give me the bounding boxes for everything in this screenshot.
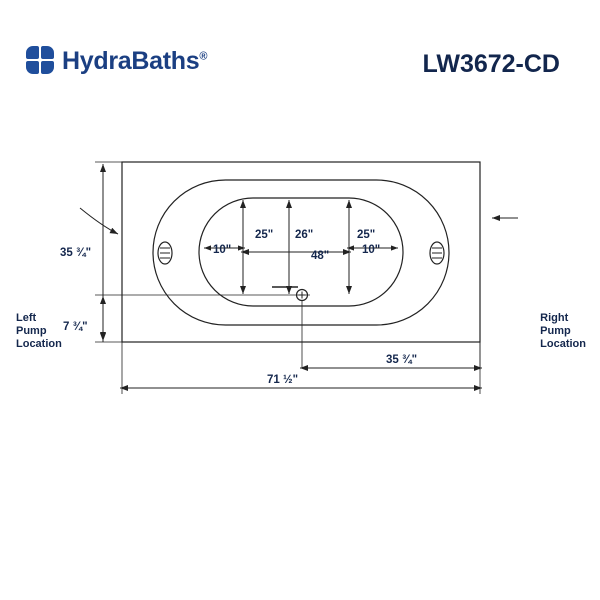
- left-pump-location-callout: Left Pump Location: [16, 312, 62, 351]
- tub-rim-outer: [152, 179, 450, 326]
- left-pump-line-1: Left: [16, 312, 37, 324]
- page-header: HydraBaths® LW3672-CD: [0, 40, 600, 100]
- hydrabaths-logo-icon: [26, 46, 56, 76]
- tub-outer-rect: [121, 161, 481, 343]
- dim-interior-width: 26": [295, 229, 313, 241]
- dim-left-inset: 25": [255, 229, 273, 241]
- right-handle-detail: [429, 241, 445, 265]
- brand-name-text: HydraBaths: [62, 46, 200, 75]
- model-code: LW3672-CD: [422, 50, 560, 78]
- tub-drawing-svg: 35 ¾" 7 ¾" 25" 26" 25" 48" 10" 10" 35 ¾"…: [60, 161, 518, 394]
- brand-name: HydraBaths®: [62, 47, 207, 76]
- dim-right-inset: 25": [357, 229, 375, 241]
- left-pump-line-2: Pump: [16, 325, 47, 337]
- right-pump-location-callout: Right Pump Location: [540, 312, 586, 351]
- right-pump-line-1: Right: [540, 312, 569, 324]
- dim-left-short: 10": [213, 244, 231, 256]
- left-callout-leader: [79, 207, 119, 235]
- dim-right-short: 10": [362, 244, 380, 256]
- dim-drain-side-offset: 7 ¾": [63, 321, 88, 333]
- left-handle-detail: [157, 241, 173, 265]
- dim-overall-length: 71 ½": [267, 374, 298, 386]
- brand-logo: HydraBaths®: [26, 46, 207, 76]
- registered-trademark-icon: ®: [199, 50, 208, 63]
- dim-interior-length: 48": [311, 250, 329, 262]
- dim-overall-width: 35 ¾": [60, 247, 91, 259]
- right-pump-line-3: Location: [540, 338, 586, 350]
- right-pump-line-2: Pump: [540, 325, 571, 337]
- left-pump-line-3: Location: [16, 338, 62, 350]
- dim-drain-end-offset: 35 ¾": [386, 354, 417, 366]
- tub-bowl-inner: [198, 197, 404, 307]
- tub-dimension-drawing: Left Pump Location Right Pump Location: [0, 120, 600, 420]
